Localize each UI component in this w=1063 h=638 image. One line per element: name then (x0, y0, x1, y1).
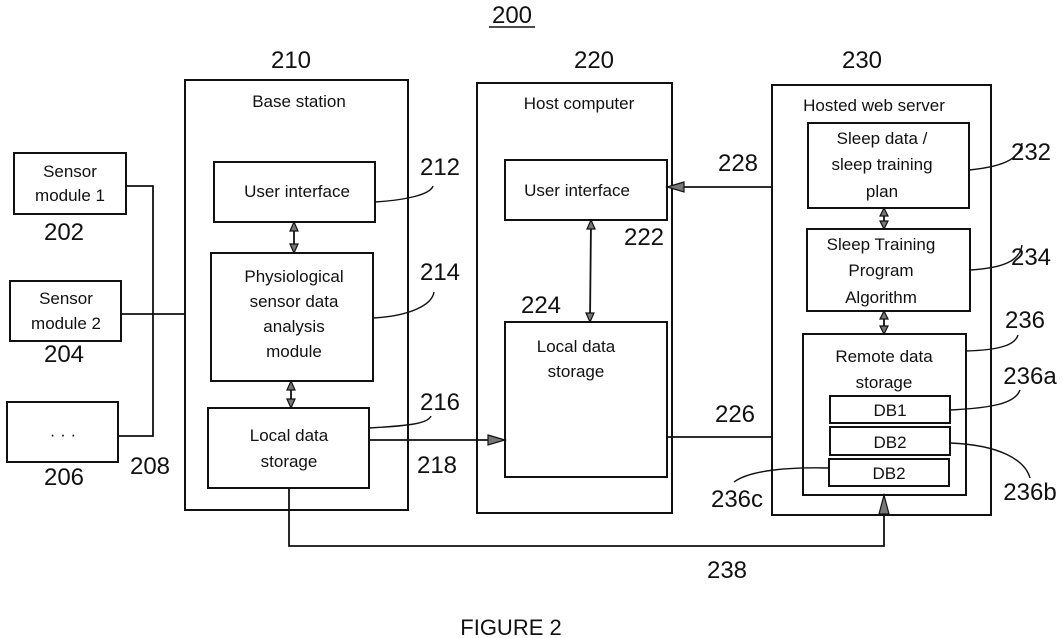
ref-230: 230 (842, 47, 882, 74)
ref-216: 216 (420, 389, 460, 416)
sleep-training-plan: Sleep data / sleep training plan (808, 123, 969, 208)
base-local-storage-line2: storage (261, 452, 318, 471)
sleep-plan-line3: plan (866, 182, 898, 201)
sensor-bus-wire (118, 186, 153, 436)
ref-228: 228 (718, 150, 758, 177)
ref-234: 234 (1011, 244, 1051, 271)
sensor-module-2-line1: Sensor (39, 289, 93, 308)
db-236c-label: DB2 (872, 464, 905, 483)
analysis-module-line4: module (266, 342, 322, 361)
analysis-module-line2: sensor data (250, 292, 339, 311)
ref-236: 236 (1005, 307, 1045, 334)
algorithm-line3: Algorithm (845, 288, 917, 307)
sensor-module-n: · · · (7, 402, 118, 462)
sensor-module-2-line2: module 2 (31, 314, 101, 333)
ref-222: 222 (624, 224, 664, 251)
ref-232: 232 (1011, 139, 1051, 166)
ref-218: 218 (417, 452, 457, 479)
host-local-storage-line2: storage (548, 362, 605, 381)
sleep-plan-line2: sleep training (831, 155, 932, 174)
figure-number: 200 (492, 2, 532, 29)
hosted-web-server-title: Hosted web server (803, 96, 945, 115)
base-user-interface-label: User interface (244, 182, 350, 201)
host-local-storage-line1: Local data (537, 337, 616, 356)
ref-208: 208 (130, 453, 170, 480)
ref-220: 220 (574, 47, 614, 74)
host-user-interface-label: User interface (524, 181, 630, 200)
ref-236b: 236b (1003, 479, 1056, 506)
sensor-module-1: Sensor module 1 (14, 153, 126, 214)
base-user-interface: User interface (214, 162, 375, 222)
sleep-plan-line1: Sleep data / (837, 129, 928, 148)
base-local-storage-line1: Local data (250, 426, 329, 445)
db-236a-label: DB1 (873, 401, 906, 420)
algorithm-line2: Program (848, 261, 913, 280)
analysis-module-line1: Physiological (244, 267, 343, 286)
host-ui-storage-link (590, 220, 591, 322)
db-236a: DB1 (830, 396, 950, 423)
host-local-storage: Local data storage (505, 322, 667, 477)
db-236c: DB2 (829, 459, 949, 486)
base-local-storage: Local data storage (208, 408, 369, 488)
analysis-module: Physiological sensor data analysis modul… (211, 253, 373, 381)
remote-storage-line1: Remote data (835, 347, 933, 366)
ref-212: 212 (420, 154, 460, 181)
sensor-module-n-ellipsis: · · · (50, 425, 76, 444)
ref-206: 206 (44, 464, 84, 491)
base-station-title: Base station (252, 92, 346, 111)
ref-224: 224 (521, 292, 561, 319)
algorithm-line1: Sleep Training (827, 235, 936, 254)
sleep-training-algorithm: Sleep Training Program Algorithm (807, 229, 970, 311)
ref-214: 214 (420, 259, 460, 286)
host-user-interface: User interface (505, 160, 667, 220)
ref-210: 210 (271, 47, 311, 74)
sensor-module-1-line2: module 1 (35, 186, 105, 205)
db-236b: DB2 (830, 427, 950, 455)
db-236b-label: DB2 (873, 433, 906, 452)
ref-236a: 236a (1003, 363, 1057, 390)
sensor-module-1-line1: Sensor (43, 162, 97, 181)
figure-caption: FIGURE 2 (460, 615, 561, 638)
remote-storage-line2: storage (856, 373, 913, 392)
ref-226: 226 (715, 401, 755, 428)
host-computer-title: Host computer (524, 94, 635, 113)
ref-204: 204 (44, 341, 84, 368)
ref-236c: 236c (711, 486, 763, 513)
sensor-module-2: Sensor module 2 (10, 281, 121, 341)
ref-202: 202 (44, 219, 84, 246)
analysis-module-line3: analysis (263, 317, 324, 336)
ref-238: 238 (707, 557, 747, 584)
